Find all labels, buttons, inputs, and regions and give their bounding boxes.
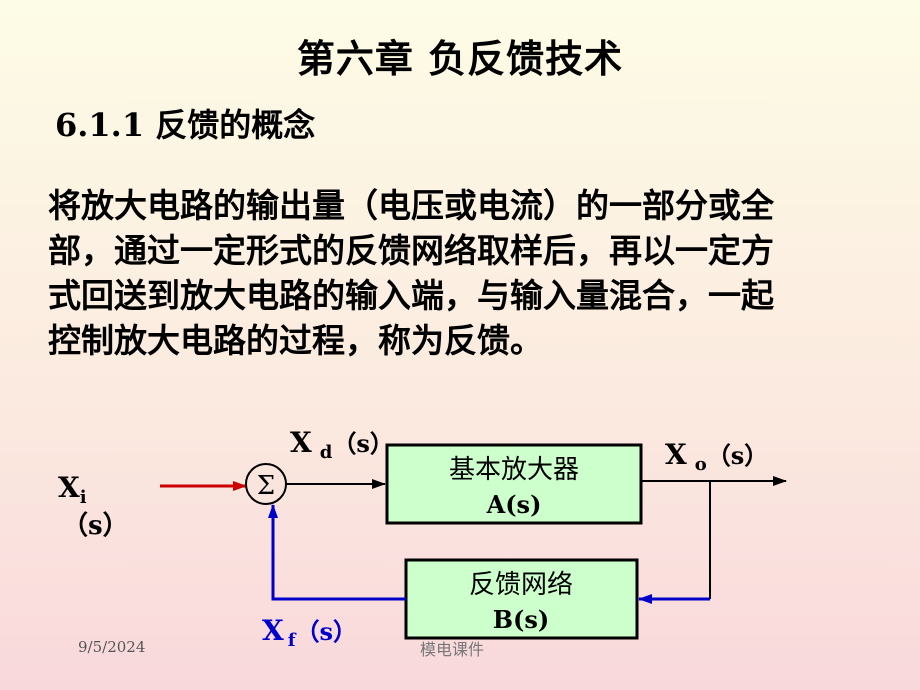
xd-sub: d: [320, 442, 333, 463]
xf-sub: f: [288, 630, 297, 651]
paragraph-line: 控制放大电路的过程，称为反馈。: [48, 321, 543, 360]
xi-arg: （s）: [62, 511, 129, 541]
xf-arg: （s）: [295, 617, 357, 646]
xo-main: X: [665, 438, 687, 471]
definition-paragraph: 将放大电路的输出量（电压或电流）的一部分或全 部，通过一定形式的反馈网络取样后，…: [48, 183, 848, 363]
section-heading: 6.1.1 反馈的概念: [55, 106, 316, 144]
xi-label: Xi: [58, 471, 87, 508]
footer-date: 9/5/2024: [78, 638, 146, 656]
paragraph-line: 部，通过一定形式的反馈网络取样后，再以一定方: [48, 231, 774, 270]
feedback-network-block: [404, 558, 639, 640]
feedback-network-label: 反馈网络: [469, 570, 573, 600]
feedback-network-transfer: B(s): [493, 605, 550, 634]
amplifier-label: 基本放大器: [449, 455, 579, 485]
xo-arg: （s）: [707, 441, 769, 470]
xo-sub: o: [695, 454, 707, 475]
paragraph-line: 式回送到放大电路的输入端，与输入量混合，一起: [48, 276, 774, 315]
xd-arg: （s）: [332, 429, 394, 458]
feedback-return-path: [268, 504, 406, 601]
paragraph-line: 将放大电路的输出量（电压或电流）的一部分或全: [48, 186, 774, 225]
amplifier-transfer: A(s): [486, 490, 542, 519]
xi-main: X: [58, 471, 80, 504]
xf-main: X: [262, 614, 284, 647]
xd-main: X: [290, 426, 312, 459]
amplifier-block: [385, 443, 643, 525]
footer-label: 模电课件: [420, 640, 485, 659]
xi-sub: i: [80, 487, 87, 508]
sum-symbol: Σ: [257, 471, 275, 501]
slide-title: 第六章 负反馈技术: [296, 36, 624, 81]
